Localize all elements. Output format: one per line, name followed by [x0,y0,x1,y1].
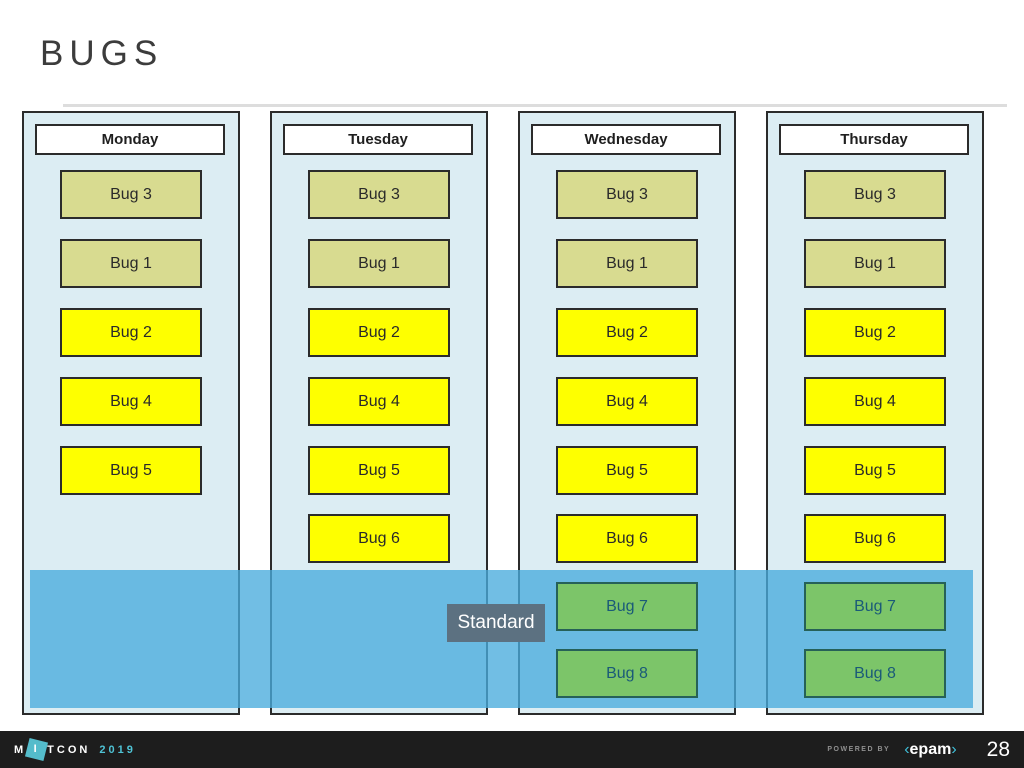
epam-open-bracket-icon: ‹ [904,740,910,758]
bug-card: Bug 8 [556,649,698,698]
bug-card: Bug 6 [804,514,946,563]
page-number: 28 [986,737,1010,761]
day-header: Monday [35,124,225,155]
top-divider [63,104,1007,107]
bug-card: Bug 1 [60,239,202,288]
bug-card: Bug 3 [308,170,450,219]
bug-card: Bug 3 [60,170,202,219]
day-header: Thursday [779,124,969,155]
bug-card: Bug 7 [556,582,698,631]
brand-diamond-wrap: I [25,737,49,762]
bug-card: Bug 4 [60,377,202,426]
epam-name: epam [909,740,952,758]
footer-right: POWERED BY ‹epam› 28 [827,738,1010,762]
brand-letter-i: I [33,743,40,755]
bug-card: Bug 4 [308,377,450,426]
footer-bar: M I TCON 2019 POWERED BY ‹epam› 28 [0,731,1024,768]
bug-card: Bug 2 [60,308,202,357]
bug-card: Bug 5 [60,446,202,495]
bug-card: Bug 4 [556,377,698,426]
day-header: Wednesday [531,124,721,155]
bug-card: Bug 2 [556,308,698,357]
brand-letters-tcon: TCON [47,743,91,756]
bug-card: Bug 6 [308,514,450,563]
bug-card: Bug 2 [804,308,946,357]
bug-card: Bug 1 [804,239,946,288]
bug-card: Bug 1 [308,239,450,288]
powered-by-label: POWERED BY [827,746,891,753]
bug-card: Bug 5 [308,446,450,495]
day-header: Tuesday [283,124,473,155]
bug-card: Bug 5 [556,446,698,495]
epam-close-bracket-icon: › [951,740,957,758]
epam-logo: ‹epam› [904,741,956,759]
bug-card: Bug 6 [556,514,698,563]
mitcon-logo: M I TCON 2019 [14,737,136,762]
page-title: BUGS [40,34,164,73]
bug-card: Bug 1 [556,239,698,288]
bug-card: Bug 3 [804,170,946,219]
standard-label: Standard [447,604,545,642]
bug-card: Bug 2 [308,308,450,357]
bug-card: Bug 5 [804,446,946,495]
brand-letter-m: M [14,743,27,756]
brand-year: 2019 [99,743,136,756]
bug-card: Bug 8 [804,649,946,698]
bug-card: Bug 4 [804,377,946,426]
bug-card: Bug 7 [804,582,946,631]
bug-card: Bug 3 [556,170,698,219]
